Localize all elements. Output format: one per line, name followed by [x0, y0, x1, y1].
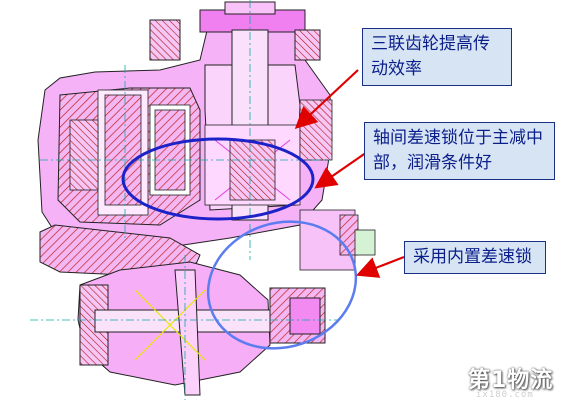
red-arrow-1 [294, 69, 359, 130]
logo: 第1物流 ix180.com [468, 362, 564, 406]
logo-sub: ix180.com [476, 390, 534, 400]
logo-mark: 第1物流 [468, 368, 554, 393]
red-arrow-2 [314, 149, 371, 189]
differential-housing [77, 261, 326, 396]
ellipse-center-diff-lock [121, 137, 315, 221]
red-arrow-3 [355, 255, 405, 278]
centerlines [30, 0, 340, 400]
inter-axle-differential [204, 124, 301, 206]
callout-triple-gear: 三联齿轮提高传动效率 [362, 28, 512, 86]
callout-built-in-lock: 采用内置差速锁 [404, 241, 546, 274]
ellipse-inner-diff-lock [206, 220, 358, 350]
callout-inter-axle-lock: 轴间差速锁位于主减中部，润滑条件好 [364, 122, 555, 180]
